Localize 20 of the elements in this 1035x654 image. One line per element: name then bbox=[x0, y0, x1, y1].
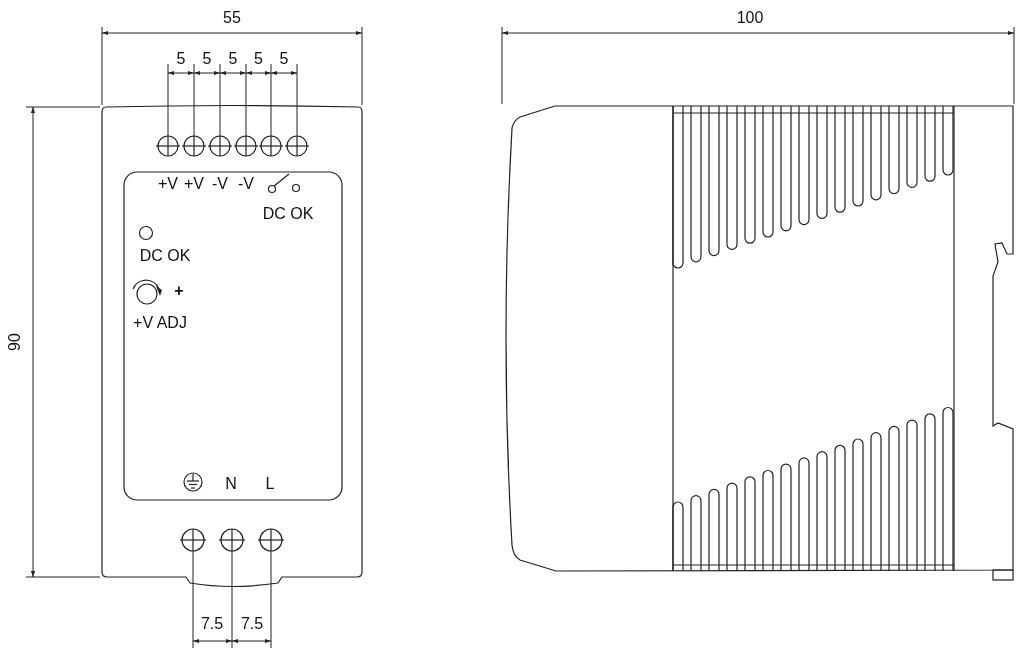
dimension-label: 5 bbox=[176, 51, 186, 67]
dimension-label: 5 bbox=[254, 51, 263, 67]
terminal-label: -V bbox=[212, 176, 228, 192]
dimension-label: 7.5 bbox=[240, 616, 264, 632]
dimension-label: 7.5 bbox=[200, 616, 224, 632]
terminal-label: L bbox=[265, 476, 275, 492]
terminal-label: +V bbox=[158, 176, 178, 192]
dimension-label: 90 bbox=[7, 333, 23, 351]
terminal-label: N bbox=[225, 476, 237, 492]
dimension-label: 55 bbox=[223, 10, 241, 26]
adjust-label: +V ADJ bbox=[133, 315, 187, 331]
dimension-label: 5 bbox=[228, 51, 238, 67]
adjust-direction-label: + bbox=[174, 283, 184, 299]
indicator-label: DC OK bbox=[262, 206, 314, 222]
dimension-label: 5 bbox=[202, 51, 212, 67]
terminal-label: -V bbox=[238, 176, 254, 192]
indicator-label: DC OK bbox=[139, 248, 191, 264]
terminal-label: +V bbox=[184, 176, 204, 192]
dimension-label: 5 bbox=[279, 51, 289, 67]
dimension-label: 100 bbox=[736, 10, 764, 26]
